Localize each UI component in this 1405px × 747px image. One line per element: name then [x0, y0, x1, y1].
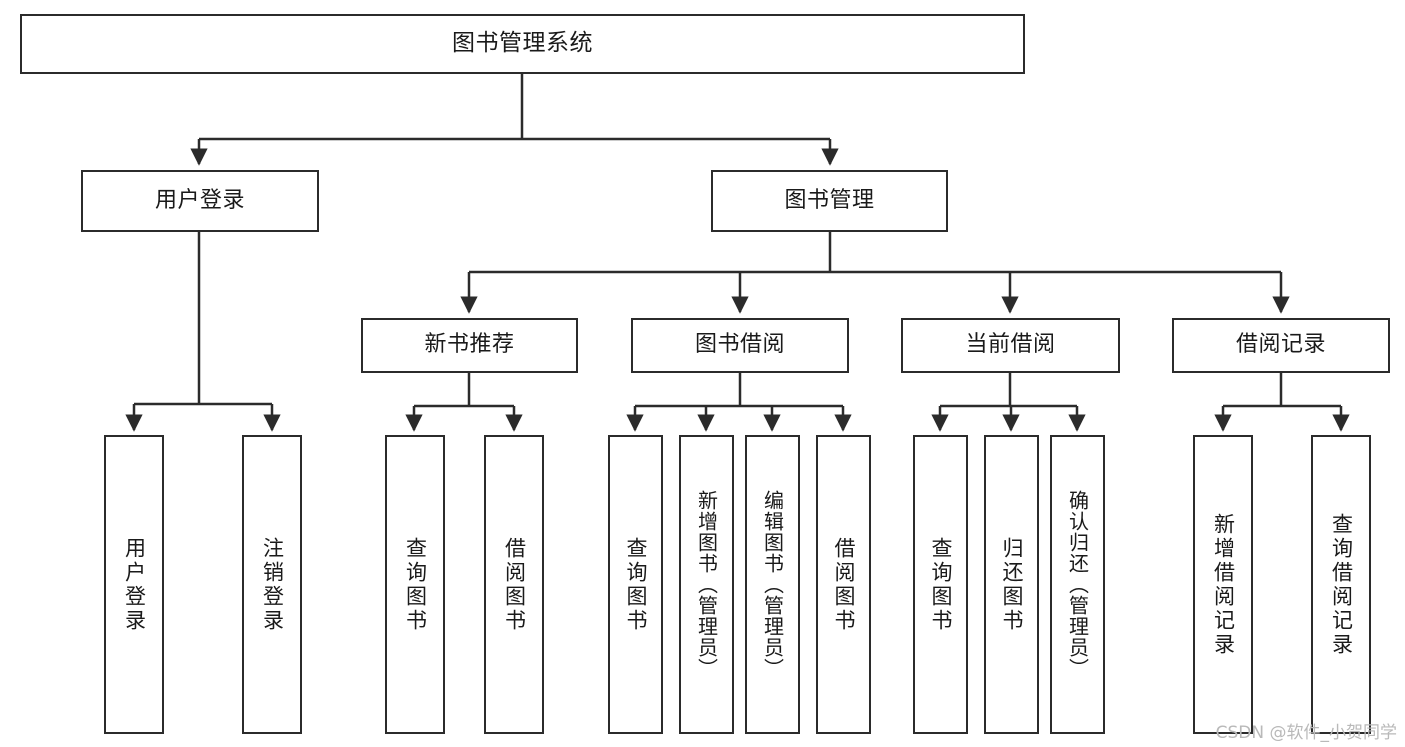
leaf-br-query-record-label: 查询借阅记录: [1329, 512, 1354, 657]
leaf-cb-query-book-label: 查询图书: [929, 536, 953, 633]
leaf-bb-borrow-book-label: 借阅图书: [832, 536, 856, 633]
leaf-br-add-record[interactable]: 新增借阅记录: [1193, 435, 1253, 734]
node-user-login[interactable]: 用户登录: [81, 170, 319, 232]
leaf-nbr-query-book[interactable]: 查询图书: [385, 435, 445, 734]
leaf-cb-confirm-return-admin-label: 确认归还（管理员）: [1065, 490, 1090, 679]
node-new-book-recommend[interactable]: 新书推荐: [361, 318, 578, 373]
leaf-nbr-query-book-label: 查询图书: [403, 536, 428, 633]
leaf-br-add-record-label: 新增借阅记录: [1211, 512, 1236, 657]
leaf-bb-edit-book-admin-label: 编辑图书（管理员）: [760, 490, 785, 679]
leaf-bb-edit-book-admin[interactable]: 编辑图书（管理员）: [745, 435, 800, 734]
node-book-management[interactable]: 图书管理: [711, 170, 948, 232]
node-book-management-label: 图书管理: [784, 187, 875, 213]
node-user-login-label: 用户登录: [154, 187, 245, 213]
leaf-bb-query-book[interactable]: 查询图书: [608, 435, 663, 734]
node-book-borrow[interactable]: 图书借阅: [631, 318, 849, 373]
leaf-br-query-record[interactable]: 查询借阅记录: [1311, 435, 1371, 734]
leaf-cb-query-book[interactable]: 查询图书: [913, 435, 968, 734]
leaf-bb-add-book-admin-label: 新增图书（管理员）: [694, 490, 719, 679]
leaf-cb-confirm-return-admin[interactable]: 确认归还（管理员）: [1050, 435, 1105, 734]
leaf-user-login-label: 用户登录: [122, 536, 147, 633]
node-root[interactable]: 图书管理系统: [20, 14, 1025, 74]
leaf-nbr-borrow-book[interactable]: 借阅图书: [484, 435, 544, 734]
leaf-user-login[interactable]: 用户登录: [104, 435, 164, 734]
leaf-logout[interactable]: 注销登录: [242, 435, 302, 734]
node-borrow-record-label: 借阅记录: [1235, 332, 1326, 358]
leaf-logout-label: 注销登录: [260, 536, 285, 633]
node-new-book-recommend-label: 新书推荐: [424, 332, 515, 358]
node-book-borrow-label: 图书借阅: [694, 332, 785, 358]
node-current-borrow-label: 当前借阅: [965, 332, 1056, 358]
node-borrow-record[interactable]: 借阅记录: [1172, 318, 1390, 373]
leaf-bb-borrow-book[interactable]: 借阅图书: [816, 435, 871, 734]
csdn-watermark: CSDN @软件_小贺同学: [1215, 723, 1397, 743]
leaf-bb-add-book-admin[interactable]: 新增图书（管理员）: [679, 435, 734, 734]
leaf-cb-return-book-label: 归还图书: [1000, 536, 1024, 633]
leaf-nbr-borrow-book-label: 借阅图书: [502, 536, 527, 633]
node-root-label: 图书管理系统: [452, 30, 593, 57]
leaf-bb-query-book-label: 查询图书: [624, 536, 648, 633]
node-current-borrow[interactable]: 当前借阅: [901, 318, 1120, 373]
leaf-cb-return-book[interactable]: 归还图书: [984, 435, 1039, 734]
